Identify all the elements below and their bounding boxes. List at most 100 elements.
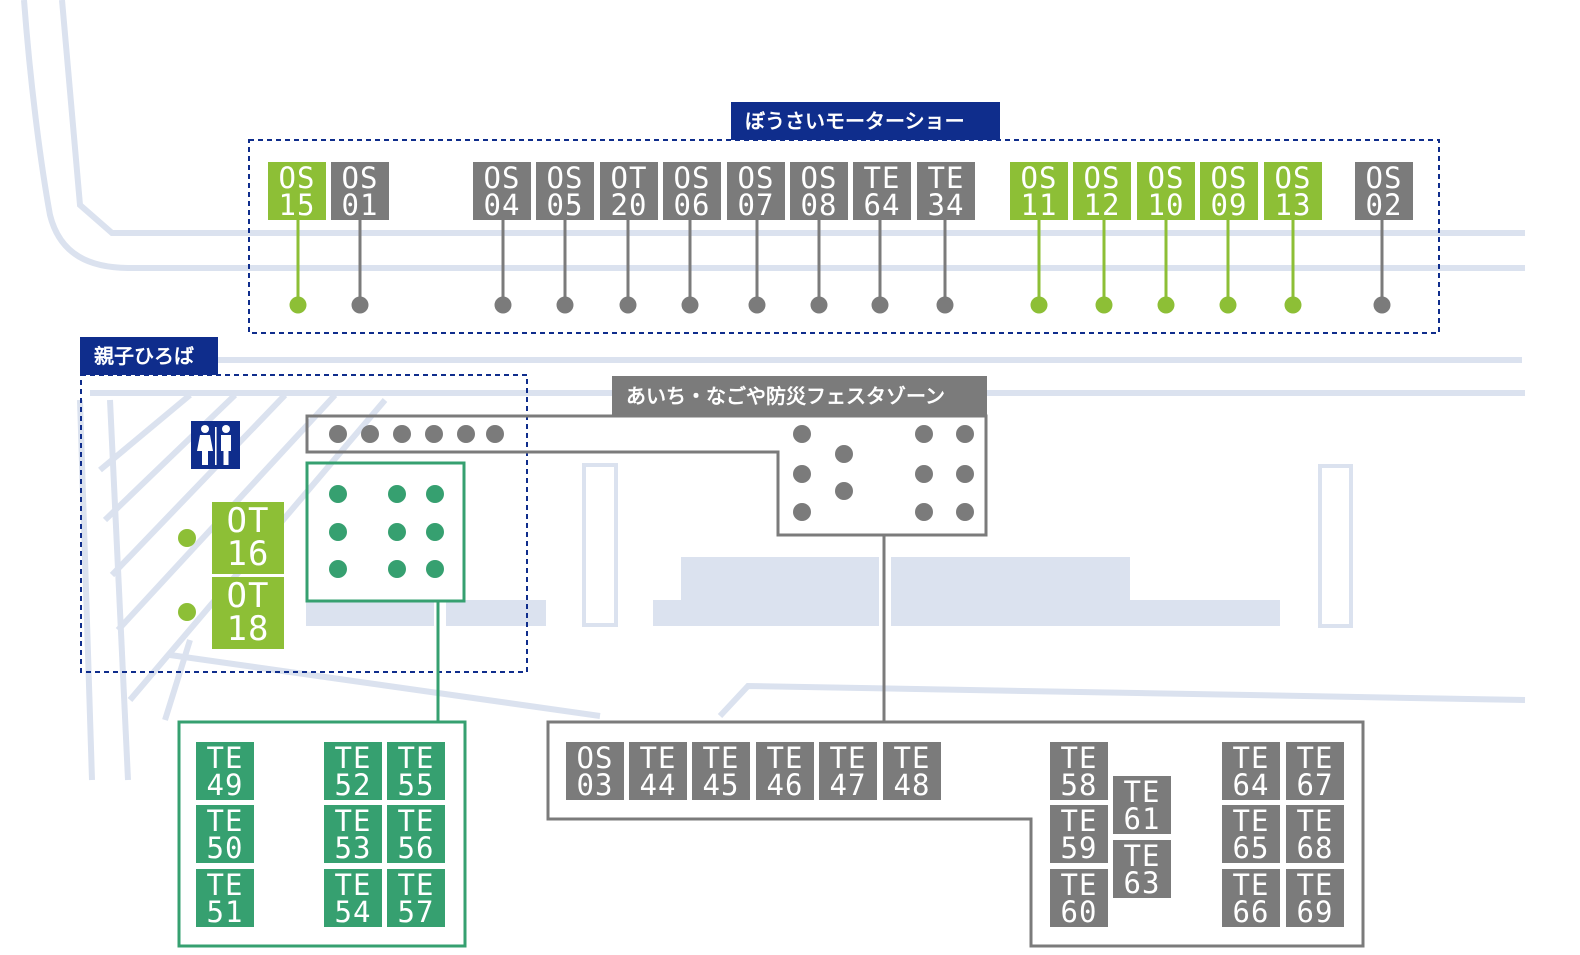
booth-code: TE: [206, 804, 244, 838]
location-dot: [329, 523, 347, 541]
location-pin: [1373, 296, 1391, 314]
booth-number: 18: [226, 609, 270, 649]
location-dot: [457, 425, 475, 443]
booth-code: TE: [639, 741, 677, 775]
booth-number: 60: [1060, 895, 1098, 929]
location-dot: [329, 485, 347, 503]
booth-number: 68: [1296, 831, 1334, 865]
booth-number: 50: [206, 831, 244, 865]
booth-number: 56: [397, 831, 435, 865]
location-dot: [915, 425, 933, 443]
location-pin: [289, 296, 307, 314]
booth-code: TE: [927, 161, 965, 195]
booth-number: 10: [1147, 188, 1185, 222]
booth-code: TE: [1123, 839, 1161, 873]
booth-code: TE: [1296, 868, 1334, 902]
booth-connectors: [296, 220, 1384, 305]
booth-number: 66: [1232, 895, 1270, 929]
location-dot: [835, 482, 853, 500]
booth-code: TE: [1123, 775, 1161, 809]
building-outlines: [434, 463, 1353, 629]
location-dot: [329, 425, 347, 443]
booth-code: TE: [1296, 741, 1334, 775]
booth-number: 11: [1020, 188, 1058, 222]
booth-code: TE: [1060, 868, 1098, 902]
booth-code: OS: [278, 161, 316, 195]
booth-number: 09: [1210, 188, 1248, 222]
location-pin: [748, 296, 766, 314]
location-dot: [956, 425, 974, 443]
booth-number: 45: [702, 768, 740, 802]
booth-code: TE: [1232, 741, 1270, 775]
location-pin: [1284, 296, 1302, 314]
restroom[interactable]: [191, 421, 240, 469]
booth-number: 03: [576, 768, 614, 802]
booth-code: TE: [334, 868, 372, 902]
booth-code: OS: [1365, 161, 1403, 195]
kids-plaza-label: 親子ひろば: [80, 337, 218, 375]
location-dot: [393, 425, 411, 443]
booth-number: 34: [927, 188, 965, 222]
booth-number: 06: [673, 188, 711, 222]
booth-code: OS: [1274, 161, 1312, 195]
booth-code: OT: [226, 501, 270, 541]
booth-code: TE: [829, 741, 867, 775]
location-dot: [835, 445, 853, 463]
location-pin: [1219, 296, 1237, 314]
location-dot: [426, 560, 444, 578]
booth-code: TE: [1232, 804, 1270, 838]
booth-code: TE: [1296, 804, 1334, 838]
location-dot: [426, 485, 444, 503]
festa-zone-outline: [305, 414, 988, 537]
grey-booth-area: [546, 720, 1365, 948]
location-pin: [871, 296, 889, 314]
booth-number: 55: [397, 768, 435, 802]
booth-number: 57: [397, 895, 435, 929]
booth-number: 02: [1365, 188, 1403, 222]
